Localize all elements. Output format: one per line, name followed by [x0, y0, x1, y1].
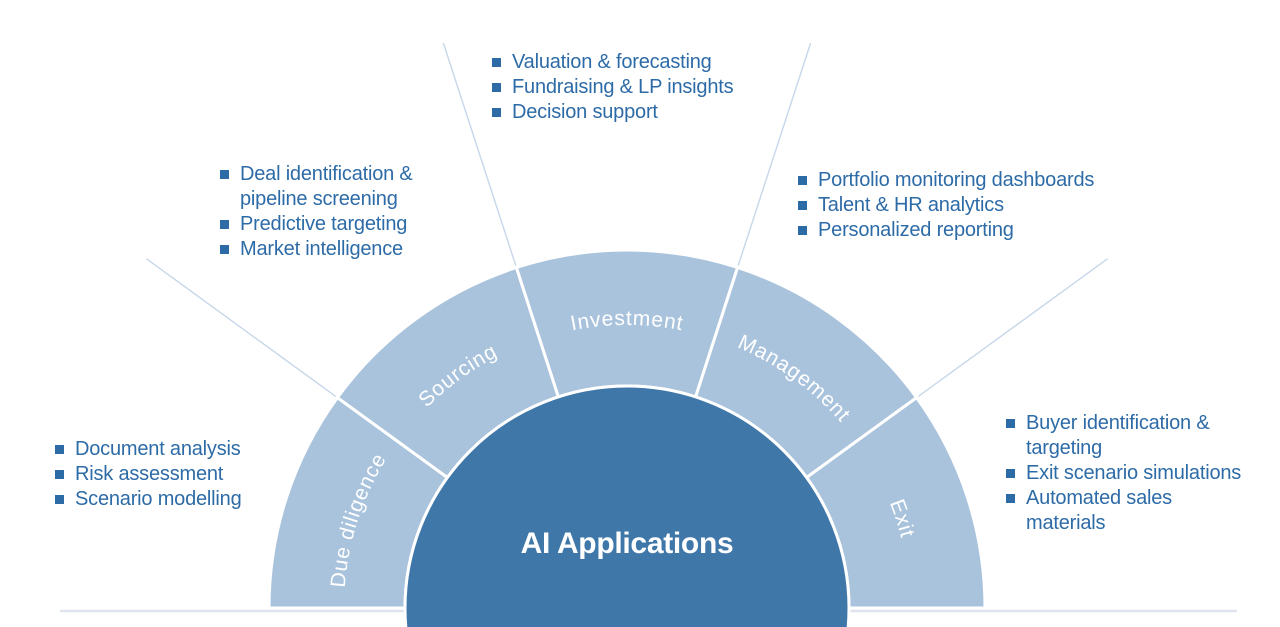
square-bullet-icon	[1006, 494, 1015, 503]
list-item: Risk assessment	[55, 462, 335, 487]
list-item: Valuation & forecasting	[492, 50, 792, 75]
list-item: Talent & HR analytics	[798, 193, 1148, 218]
list-item-label: Predictive targeting	[240, 213, 408, 235]
square-bullet-icon	[492, 108, 501, 117]
square-bullet-icon	[55, 495, 64, 504]
center-title: AI Applications	[521, 527, 734, 560]
leader-line-investment-management	[737, 42, 812, 266]
list-item-label: Scenario modelling	[75, 488, 242, 510]
square-bullet-icon	[492, 58, 501, 67]
list-item: Document analysis	[55, 437, 335, 462]
list-item-label: Portfolio monitoring dashboards	[818, 169, 1095, 191]
leader-line-management-exit	[917, 258, 1108, 397]
square-bullet-icon	[798, 226, 807, 235]
exit-list: Buyer identification & targeting Exit sc…	[1006, 411, 1246, 536]
list-item-label: Document analysis	[75, 438, 241, 460]
square-bullet-icon	[492, 83, 501, 92]
list-item-label: Valuation & forecasting	[512, 51, 712, 73]
list-item-label: Personalized reporting	[818, 219, 1014, 241]
list-item: Fundraising & LP insights	[492, 75, 792, 100]
list-item-label: Exit scenario simulations	[1026, 462, 1242, 484]
square-bullet-icon	[798, 201, 807, 210]
list-item: Scenario modelling	[55, 487, 335, 512]
leader-line-due-sourcing	[146, 258, 337, 397]
list-item-label: Automated sales materials	[1026, 487, 1172, 534]
square-bullet-icon	[220, 170, 229, 179]
list-item: Personalized reporting	[798, 218, 1148, 243]
list-item: Deal identification & pipeline screening	[220, 162, 470, 212]
square-bullet-icon	[1006, 469, 1015, 478]
sourcing-list: Deal identification & pipeline screening…	[220, 162, 470, 262]
square-bullet-icon	[1006, 419, 1015, 428]
square-bullet-icon	[220, 220, 229, 229]
management-list: Portfolio monitoring dashboards Talent &…	[798, 168, 1148, 243]
list-item: Buyer identification & targeting	[1006, 411, 1246, 461]
square-bullet-icon	[798, 176, 807, 185]
list-item-label: Market intelligence	[240, 238, 403, 260]
leader-line-sourcing-investment	[442, 42, 517, 266]
list-item: Exit scenario simulations	[1006, 461, 1246, 486]
list-item: Market intelligence	[220, 237, 470, 262]
list-item: Predictive targeting	[220, 212, 470, 237]
list-item-label: Talent & HR analytics	[818, 194, 1004, 216]
list-item: Decision support	[492, 100, 792, 125]
list-item-label: Risk assessment	[75, 463, 224, 485]
list-item: Portfolio monitoring dashboards	[798, 168, 1148, 193]
square-bullet-icon	[220, 245, 229, 254]
list-item-label: Decision support	[512, 101, 658, 123]
due-diligence-list: Document analysis Risk assessment Scenar…	[55, 437, 335, 512]
list-item-label: Fundraising & LP insights	[512, 76, 734, 98]
list-item: Automated sales materials	[1006, 486, 1246, 536]
list-item-label: Buyer identification & targeting	[1026, 412, 1210, 459]
square-bullet-icon	[55, 445, 64, 454]
square-bullet-icon	[55, 470, 64, 479]
list-item-label: Deal identification & pipeline screening	[240, 163, 413, 210]
investment-list: Valuation & forecasting Fundraising & LP…	[492, 50, 792, 125]
center-circle	[403, 384, 851, 627]
